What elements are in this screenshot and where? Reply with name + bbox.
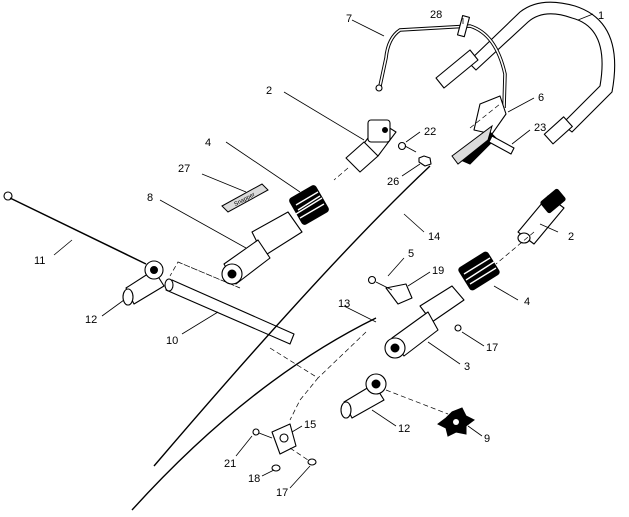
nut-part-17-lower [307,458,317,466]
callout-17-upper: 17 [486,342,498,354]
callout-4-right: 4 [524,296,530,308]
cable-end-part-23 [488,135,515,155]
washer-part-18 [271,464,281,472]
callout-2-right: 2 [568,231,574,243]
handle-mount-part-3 [384,285,465,359]
callout-6: 6 [538,92,544,104]
upper-tube-part-2-top [345,49,479,173]
callout-12-right: 12 [398,423,410,435]
callout-26: 26 [387,176,399,188]
screw-part-17-upper [454,324,462,332]
callout-5: 5 [408,248,414,260]
decal-part-27: Snapper [221,183,269,213]
callout-12-left: 12 [85,314,97,326]
callout-10: 10 [166,335,178,347]
handle-mount-part-8 [221,211,303,285]
callout-23: 23 [534,122,546,134]
callout-2-top: 2 [266,85,272,97]
callout-11: 11 [34,255,45,267]
callout-19: 19 [432,265,444,277]
pin-part-28 [456,15,471,38]
clamp-part-12-left [122,260,165,306]
screw-part-21 [252,428,260,436]
cable-part-14 [153,165,431,467]
long-rod-part-11 [3,191,147,265]
nut-part-26 [418,155,432,167]
screw-part-22 [397,141,407,151]
tube-part-2-right [517,188,566,245]
bracket-part-19 [385,283,413,305]
callout-3: 3 [464,361,470,373]
control-bail-part-7 [375,24,507,109]
callout-28: 28 [430,9,442,21]
callout-17-lower: 17 [276,487,288,499]
callout-9: 9 [484,433,490,445]
callout-22: 22 [424,126,436,138]
cable-part-13 [131,317,377,511]
callout-4-top: 4 [205,137,211,149]
callout-8: 8 [147,192,153,204]
rod-part-10 [164,278,295,345]
clamp-part-12-right [340,373,387,419]
upper-handle-part-1 [467,1,616,145]
callout-1: 1 [598,10,604,22]
bolt-part-5 [367,275,377,285]
lever-bracket-part-6 [451,95,507,165]
callout-13: 13 [338,298,350,310]
spring-part-4-upper [289,185,329,225]
spring-part-4-right [458,251,500,291]
callout-numbers: 1 7 28 2 6 22 23 4 26 27 8 14 2 11 5 19 … [34,9,604,499]
callout-15: 15 [304,419,316,431]
callout-27: 27 [178,163,190,175]
callout-7: 7 [346,13,352,25]
callout-14: 14 [428,231,440,243]
leader-lines [53,13,594,489]
callout-18: 18 [248,473,260,485]
callout-21: 21 [224,458,236,470]
cable-clamp-part-15 [271,423,297,455]
